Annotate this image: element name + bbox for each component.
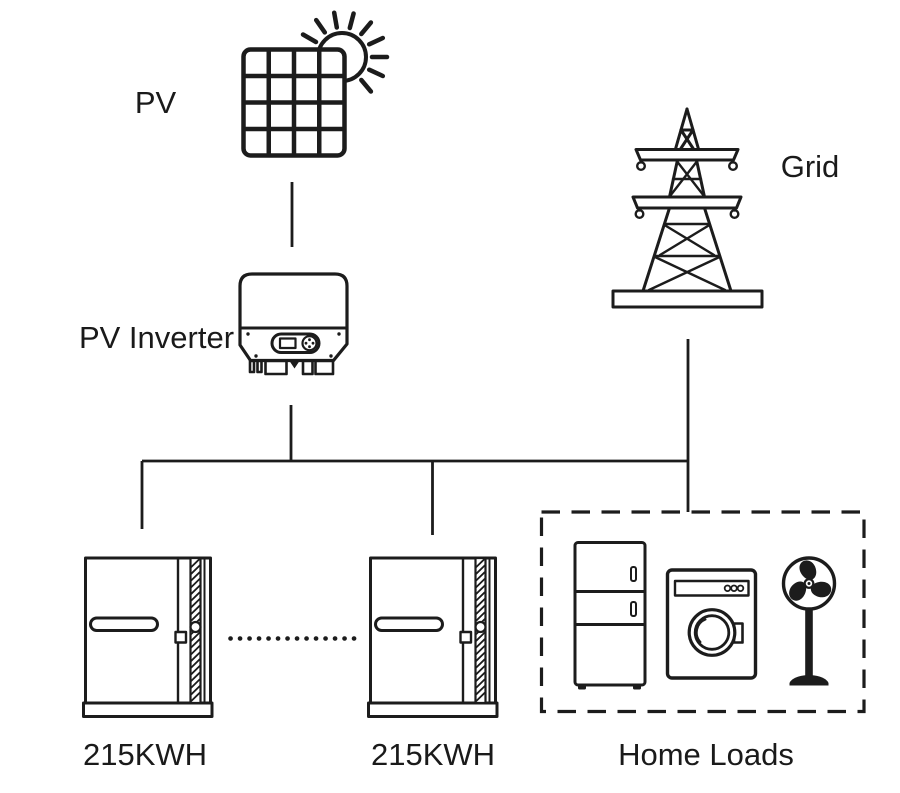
connector-lines (140, 182, 690, 535)
pv-label: PV (135, 85, 177, 120)
battery-cabinet-icon (367, 556, 499, 718)
inverter-connectors (248, 359, 335, 376)
battery-cabinet-icon (82, 556, 214, 718)
battery1-label: 215KWH (83, 737, 207, 772)
grid-label: Grid (781, 149, 840, 184)
transmission-tower-icon (611, 107, 764, 309)
refrigerator-icon (573, 541, 647, 690)
home-loads-label: Home Loads (618, 737, 794, 772)
inverter-box-icon (238, 272, 349, 376)
standing-fan-icon (781, 556, 837, 686)
home-loads-box (539, 510, 866, 714)
inverter-screws (246, 332, 341, 358)
inverter-label: PV Inverter (79, 320, 234, 355)
solar-panel-icon (241, 47, 347, 158)
washing-machine-icon (665, 568, 758, 680)
battery2-label: 215KWH (371, 737, 495, 772)
inverter-display (270, 332, 321, 354)
